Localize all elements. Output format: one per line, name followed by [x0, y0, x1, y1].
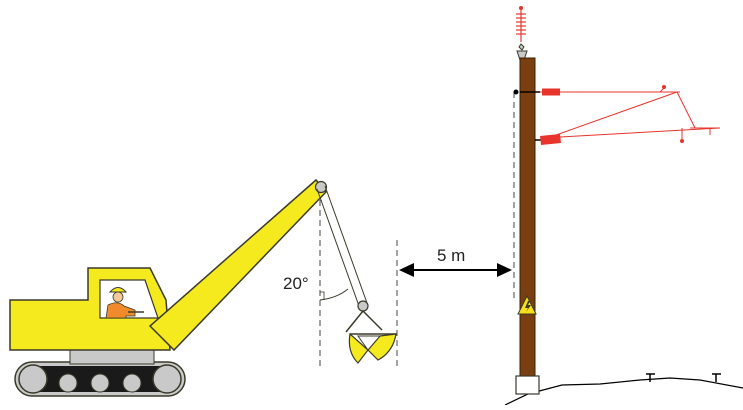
- crawler-track: [14, 361, 186, 397]
- catenary-cantilever: [513, 85, 721, 145]
- worker-hardhat-icon: [105, 287, 144, 319]
- catenary-mast: [513, 6, 721, 395]
- insulator-icon: [516, 7, 526, 42]
- angle-marker: 20°: [283, 274, 349, 301]
- arrowhead-left: [399, 263, 414, 277]
- angle-label: 20°: [283, 274, 309, 293]
- pole-base: [515, 375, 540, 395]
- reference-dashed-lines: [319, 92, 515, 370]
- distance-marker: 5 m: [399, 246, 512, 277]
- clamshell-bucket-icon: [345, 310, 397, 364]
- angle-arc: [319, 288, 349, 301]
- excavator-crane: [9, 178, 397, 397]
- ground-line: [504, 377, 743, 406]
- crane-boom: [148, 178, 328, 352]
- arrowhead-right: [497, 263, 512, 277]
- pole: [519, 57, 536, 379]
- boom-tip-sheave: [314, 180, 328, 194]
- high-voltage-warning-icon: [517, 294, 537, 315]
- turntable: [69, 349, 155, 365]
- hook-block: [357, 300, 369, 312]
- rail-marks: [646, 373, 721, 382]
- distance-label: 5 m: [437, 246, 465, 265]
- hoist-cable: [316, 185, 368, 307]
